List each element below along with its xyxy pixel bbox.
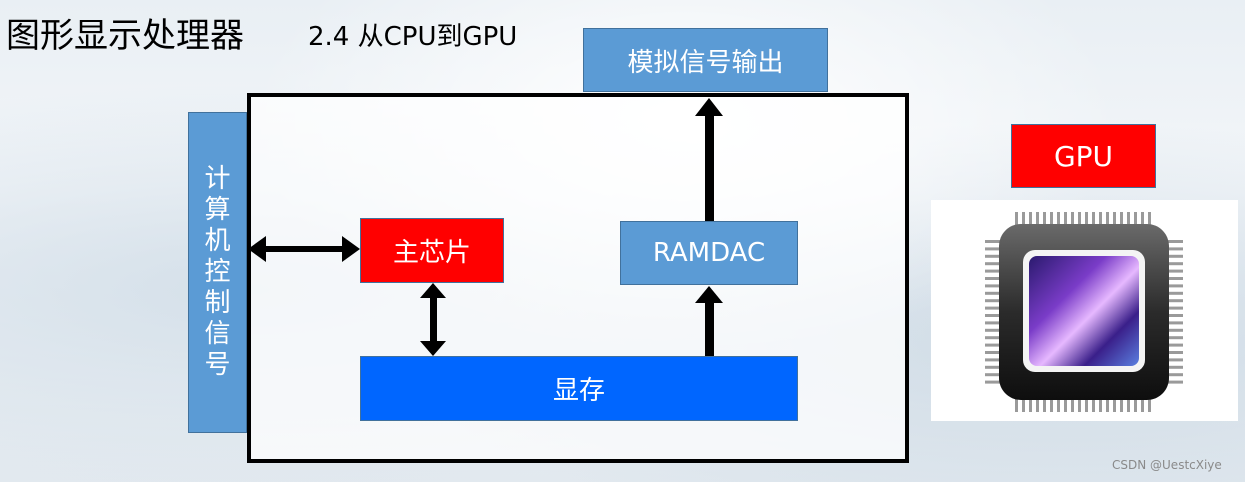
- watermark: CSDN @UestcXiye: [1112, 458, 1222, 472]
- control-signal-box: 计算机控制信号: [188, 112, 247, 433]
- page-title: 图形显示处理器: [6, 16, 244, 56]
- control-signal-char: 控: [204, 257, 231, 287]
- control-signal-char: 制: [204, 288, 231, 318]
- up-arrow-icon: [695, 98, 723, 221]
- gpu-chip-icon: [931, 200, 1238, 421]
- main-chip-box: 主芯片: [360, 218, 504, 283]
- control-signal-char: 算: [204, 195, 231, 225]
- video-memory-box: 显存: [360, 356, 798, 421]
- control-signal-char: 信: [204, 319, 231, 349]
- section-subtitle: 2.4 从CPU到GPU: [308, 22, 518, 52]
- gpu-label-box: GPU: [1011, 124, 1156, 188]
- ramdac-box: RAMDAC: [620, 221, 798, 285]
- control-signal-char: 号: [204, 350, 231, 380]
- analog-output-box: 模拟信号输出: [583, 28, 828, 92]
- up-arrow-icon: [695, 286, 723, 356]
- control-signal-char: 计: [204, 164, 231, 194]
- double-arrow-icon: [420, 283, 446, 356]
- control-signal-char: 机: [204, 226, 231, 256]
- double-arrow-icon: [248, 236, 360, 262]
